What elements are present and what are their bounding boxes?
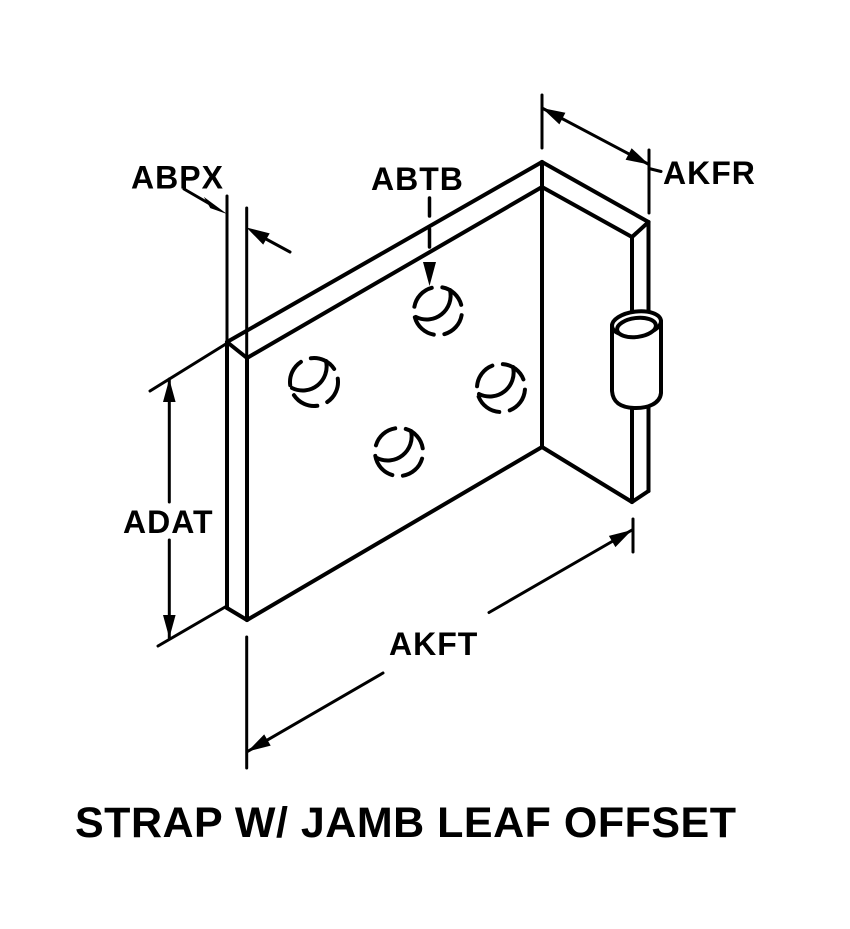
strap-top-front-edge <box>245 185 544 360</box>
akft-arrowhead-lower <box>247 734 271 752</box>
dim-abtb: ABTB <box>371 161 464 286</box>
label-abtb: ABTB <box>371 161 464 197</box>
hinge-barrel <box>610 309 663 411</box>
akft-arrowhead-upper <box>608 530 632 548</box>
akft-dimension-line-upper <box>487 528 634 614</box>
akfr-arrowhead-right <box>625 148 649 165</box>
leaf-top-back-edge <box>540 160 651 224</box>
leaf-top-front-edge <box>540 185 634 239</box>
adat-arrowhead-bottom <box>163 615 176 638</box>
strap-topleft-chamfer <box>225 340 249 360</box>
strap-plate <box>225 160 544 622</box>
hole-outline <box>475 362 527 414</box>
hole-inner-arc <box>477 365 516 399</box>
abpx-arrowhead-right <box>246 227 270 245</box>
mounting-hole <box>373 426 425 478</box>
akfr-arrowhead-left <box>542 108 566 125</box>
adat-arrowhead-top <box>163 379 176 402</box>
dim-akfr: AKFR <box>540 93 756 215</box>
hole-outline <box>412 285 464 337</box>
leaf-bottomright-chamfer <box>630 489 651 504</box>
dim-akft: AKFT <box>245 517 635 770</box>
dim-abpx: ABPX <box>131 160 292 361</box>
label-adat: ADAT <box>123 504 214 540</box>
label-akft: AKFT <box>389 626 478 662</box>
mounting-hole <box>412 285 464 337</box>
barrel-top-rim-inner <box>615 315 658 340</box>
hole-outline <box>373 426 425 478</box>
hole-inner-arc <box>414 288 453 322</box>
leaf-topright-chamfer <box>630 220 651 239</box>
strap-bottom-edge <box>245 445 544 622</box>
mounting-holes <box>288 285 527 478</box>
akft-dimension-line-lower <box>246 671 385 753</box>
adat-extension-top <box>148 343 227 393</box>
label-akfr: AKFR <box>663 155 756 191</box>
abpx-leader-left <box>182 187 211 205</box>
mounting-hole <box>475 362 527 414</box>
hole-inner-arc <box>290 359 329 393</box>
figure-title: STRAP W/ JAMB LEAF OFFSET <box>75 799 737 847</box>
hole-inner-arc <box>375 429 414 463</box>
dim-adat: ADAT <box>123 343 228 648</box>
strap-top-back-edge <box>225 160 544 344</box>
barrel-body <box>610 319 663 411</box>
mounting-hole <box>288 356 340 408</box>
abpx-arrowhead-left <box>203 196 227 214</box>
abtb-arrowhead <box>423 262 436 286</box>
abpx-leader-right <box>264 237 292 254</box>
label-abpx: ABPX <box>131 160 224 196</box>
hole-outline <box>288 356 340 408</box>
akfr-label-tick <box>647 167 663 173</box>
leaf-bottom-edge <box>540 445 634 504</box>
strap-bottomleft-chamfer <box>225 606 249 622</box>
